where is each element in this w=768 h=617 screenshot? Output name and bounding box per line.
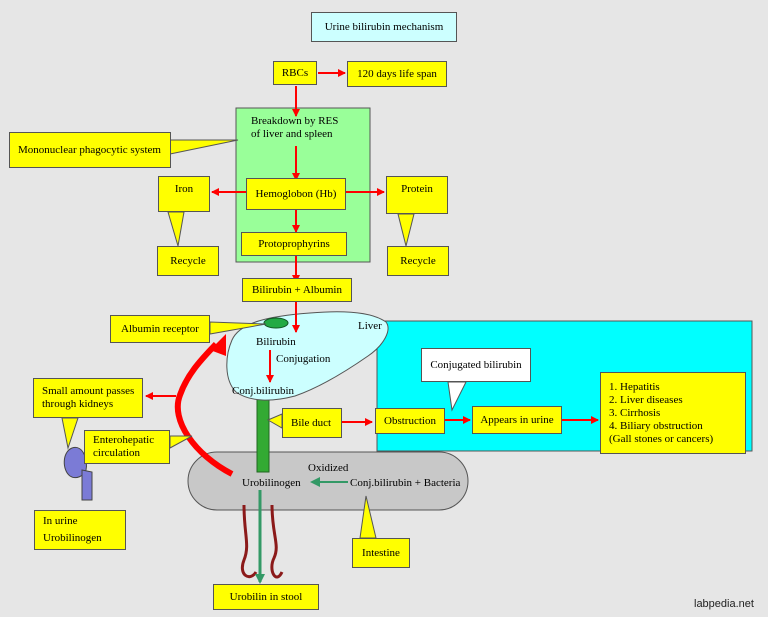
callout-small-amount	[61, 417, 79, 450]
protoporphyrins-box: Protoprophyrins	[241, 232, 347, 256]
conj-bilirubin-label: Conj.bilirubin	[232, 385, 295, 397]
callout-conjugated	[447, 381, 467, 412]
kidney-icon	[63, 446, 93, 501]
albumin-receptor-shape	[263, 317, 289, 329]
bilirubin-albumin-box: Bilirubin + Albumin	[242, 278, 352, 302]
diagram-title: Urine bilirubin mechanism	[311, 12, 457, 42]
liver-label: Liver	[358, 320, 382, 332]
appears-urine-box: Appears in urine	[472, 406, 562, 434]
callout-iron	[167, 211, 185, 247]
small-amount-box: Small amount passes through kidneys	[33, 378, 143, 418]
watermark: labpedia.net	[694, 598, 754, 610]
stool-box: Urobilin in stool	[213, 584, 319, 610]
intestinal-loop	[270, 504, 284, 579]
conjugation-label: Conjugation	[276, 353, 331, 365]
intestine-box: Intestine	[352, 538, 410, 568]
urobilinogen-label: Urobilinogen	[242, 477, 301, 489]
bile-duct-shape	[256, 393, 270, 473]
albumin-receptor-box: Albumin receptor	[110, 315, 210, 343]
hemoglobin-box: Hemoglobon (Hb)	[246, 178, 346, 210]
bile-duct-box: Bile duct	[282, 408, 342, 438]
lifespan-box: 120 days life span	[347, 61, 447, 87]
in-urine-box: In urine Urobilinogen	[34, 510, 126, 550]
intestinal-loop	[241, 504, 258, 579]
callout-bileduct	[266, 413, 283, 429]
mps-box: Mononuclear phagocytic system	[9, 132, 171, 168]
rbcs-box: RBCs	[273, 61, 317, 85]
conjugated-bilirubin-box: Conjugated bilirubin	[421, 348, 531, 382]
recycle-left-box: Recycle	[157, 246, 219, 276]
callout-protein	[397, 213, 415, 247]
causes-box: 1. Hepatitis 2. Liver diseases 3. Cirrho…	[600, 372, 746, 454]
callout-enterohepatic	[169, 435, 193, 449]
obstruction-box: Obstruction	[375, 408, 445, 434]
recycle-right-box: Recycle	[387, 246, 449, 276]
breakdown-label: Breakdown by RES of liver and spleen	[251, 115, 339, 140]
callout-albumin	[209, 321, 267, 335]
conj-bacteria-label: Conj.bilirubin + Bacteria	[350, 477, 461, 489]
protein-box: Protein	[386, 176, 448, 214]
callout-mps	[169, 139, 239, 155]
bilirubin-label: Bilirubin	[256, 336, 296, 348]
enterohepatic-arrow	[174, 341, 234, 477]
enterohepatic-box: Enterohepatic circulation	[84, 430, 170, 464]
oxidized-label: Oxidized	[308, 462, 349, 474]
iron-box: Iron	[158, 176, 210, 212]
enterohepatic-arrow-head	[210, 334, 226, 356]
